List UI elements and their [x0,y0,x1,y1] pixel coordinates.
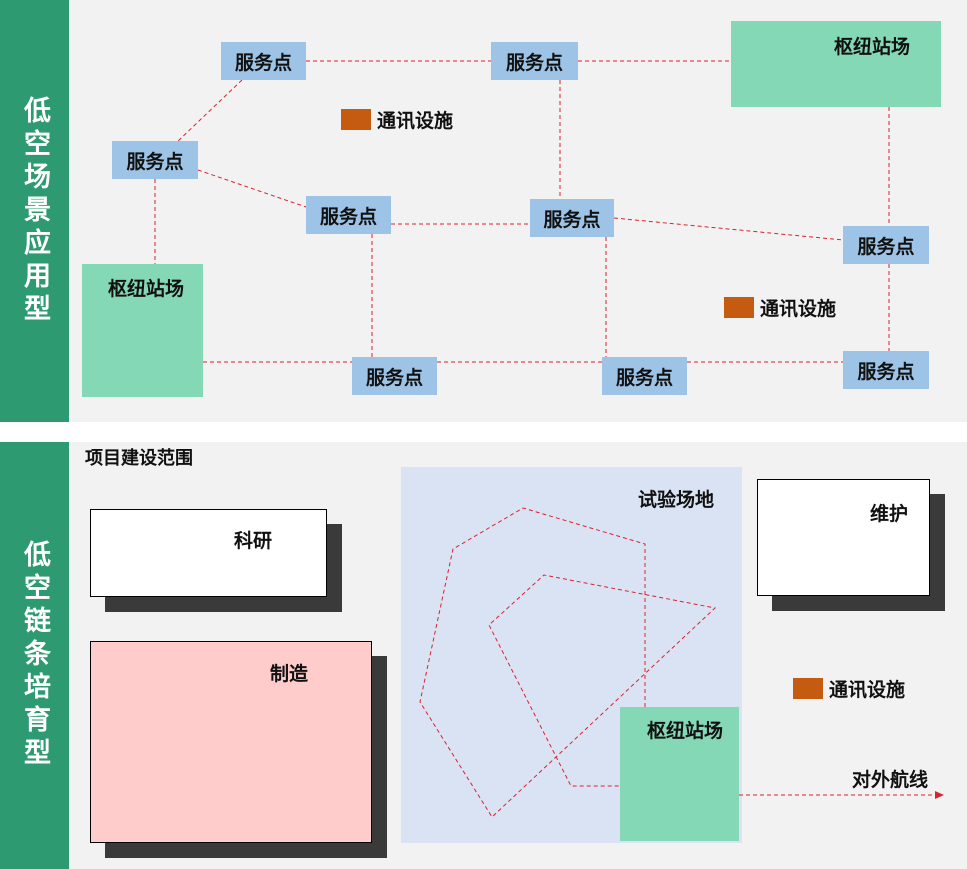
service-point-label: 服务点 [505,51,563,74]
link [197,169,307,208]
link [613,217,844,241]
hub-station-label: 枢纽站场 [108,278,185,300]
flight-path-outer [419,507,717,818]
service-point-label: 服务点 [319,205,377,228]
service-point: 服务点 [306,196,391,234]
external-route-label: 对外航线 [852,769,929,791]
comm-facility: 通讯设施 [724,294,836,321]
comm-facility-label: 通讯设施 [377,110,454,132]
comm-facility-marker [793,678,823,699]
service-point-label: 服务点 [365,366,423,389]
top-side-label-text: 低空场景应用型 [19,95,50,327]
manufacturing-box: 制造 [90,641,372,843]
maintenance-label: 维护 [870,503,909,525]
comm-facility-marker [341,109,371,130]
research-box: 科研 [90,509,327,597]
comm-facility: 通讯设施 [793,675,905,702]
maintenance-box: 维护 [757,479,930,596]
link [176,79,243,143]
comm-facility-label: 通讯设施 [829,679,906,701]
hub-station: 枢纽站场 [82,264,203,397]
project-scope-label: 项目建设范围 [85,448,193,469]
comm-facility-marker [724,297,754,318]
service-point-label: 服务点 [857,360,915,383]
service-point: 服务点 [352,357,437,395]
hub-station-label: 枢纽站场 [834,36,911,58]
service-point: 服务点 [491,42,578,80]
service-point-label: 服务点 [543,208,601,231]
service-point-label: 服务点 [126,150,184,173]
service-point-label: 服务点 [234,51,292,74]
service-point: 服务点 [843,351,929,389]
research-label: 科研 [234,530,273,552]
top-side-label: 低空场景应用型 [0,0,69,422]
bottom-side-label-text: 低空链条培育型 [19,540,50,771]
service-point: 服务点 [112,141,198,179]
service-point-label: 服务点 [615,366,673,389]
hub-station: 枢纽站场 [731,21,941,107]
service-point: 服务点 [221,42,306,80]
service-point: 服务点 [530,199,614,237]
service-point-label: 服务点 [857,235,915,258]
manufacturing-label: 制造 [270,663,309,685]
test-site-label: 试验场地 [638,489,715,511]
hub-station-label: 枢纽站场 [647,720,724,742]
comm-facility: 通讯设施 [341,106,453,133]
bottom-side-label: 低空链条培育型 [0,442,69,869]
hub-station: 枢纽站场 [620,707,739,841]
service-point: 服务点 [843,226,929,264]
comm-facility-label: 通讯设施 [760,298,837,320]
service-point: 服务点 [602,357,687,395]
